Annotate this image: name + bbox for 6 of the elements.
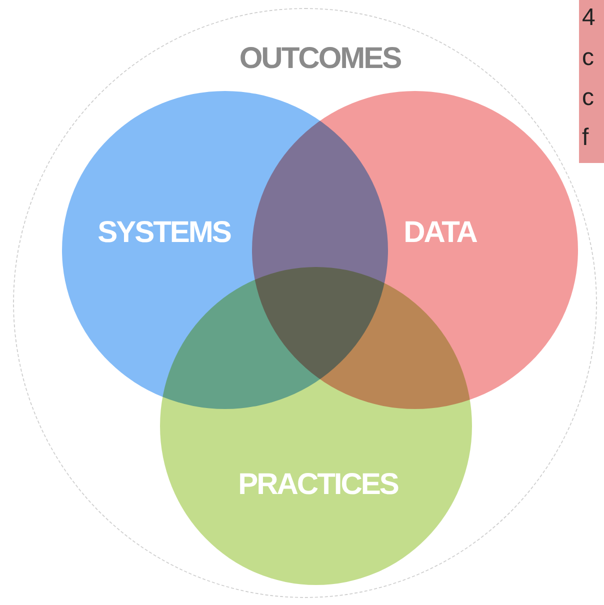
outer-circle — [13, 8, 597, 598]
circle-label: PRACTICES — [238, 468, 398, 502]
circle-label: DATA — [404, 216, 476, 250]
circle-label: OUTCOMES — [239, 42, 401, 76]
note-text: 4 c c f — [582, 3, 596, 153]
circle-label: SYSTEMS — [98, 216, 230, 250]
